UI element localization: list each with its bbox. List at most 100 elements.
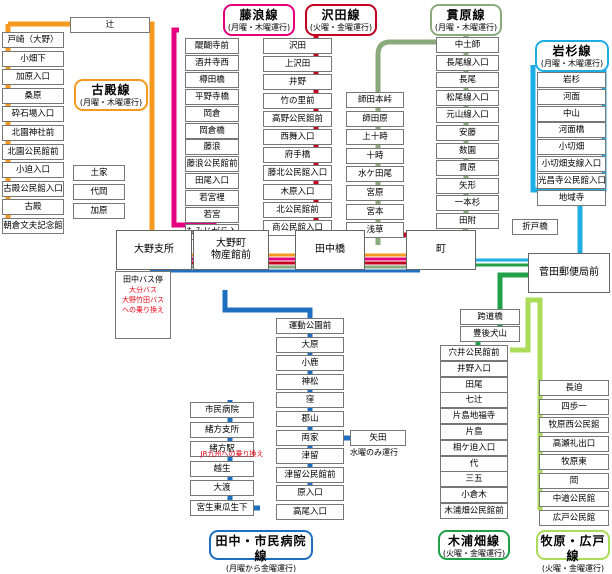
- stop-kiura-3: 田尾: [440, 376, 508, 393]
- stop-fujinami-5: 岡倉: [185, 105, 239, 122]
- line-days: (火曜・金曜運行): [541, 564, 605, 573]
- stop-kiura-1: 穴井公民館前: [440, 345, 508, 361]
- line-days: (火曜・金曜運行): [442, 549, 506, 558]
- tanaka-line-title: 田中・市民病院線 (月曜から金曜運行): [209, 530, 313, 573]
- stop-makiharu-8: 広戸公民館: [539, 509, 609, 526]
- hub-machi: 町: [406, 230, 476, 270]
- sawada-line-title: 沢田線 (火曜・金曜運行): [305, 4, 377, 36]
- stop-kiura-6: 片島: [440, 424, 508, 440]
- makiharu-line-title: 牧原・広戸線 (火曜・金曜運行): [536, 530, 610, 573]
- stop-tanaka-center-3: 小鹿: [276, 355, 344, 372]
- stop-makiharu-5: 牧原東: [539, 454, 609, 470]
- stop-makiharu-7: 中道公民館: [539, 491, 609, 507]
- stop-middle-7: 宮本: [346, 203, 404, 220]
- stop-kumihara-6: 安藤: [436, 125, 499, 141]
- stop-middle-3: 上十時: [346, 129, 404, 146]
- stop-tanaka-center-4: 神松: [276, 373, 344, 390]
- iwasugi-line-title: 岩杉線 (月曜・木曜運行): [535, 40, 609, 72]
- stop-tanaka-center-6: 郡山: [276, 411, 344, 427]
- kiura-line-title: 木浦畑線 (火曜・金曜運行): [438, 530, 510, 560]
- line-name: 貫原線: [446, 8, 486, 22]
- stop-kumihara-4: 松尾線入口: [436, 89, 499, 106]
- line-name: 田中・市民病院線: [215, 534, 307, 563]
- stop-furutono-col1-4: 桑原: [2, 87, 64, 104]
- bus-transfer-note: 大野竹田バス: [122, 296, 164, 304]
- stop-furutono-col1-10: 古殿: [2, 199, 64, 216]
- stop-kiura-9: 三五: [440, 471, 508, 488]
- stop-fujinami-1: 醍醐寺前: [185, 38, 239, 54]
- stop-furutono-col1-11: 朝倉文夫記念館: [2, 218, 64, 234]
- stop-iwasugi-3: 中山: [537, 105, 606, 122]
- stop-kumihara-3: 長尾: [436, 72, 499, 89]
- stop-middle-4: 十時: [346, 147, 404, 164]
- stop-iwasugi-2: 河面: [537, 88, 606, 105]
- stop-kumihara-5: 元山線入口: [436, 107, 499, 124]
- stop-tanaka-left-2: 緒方支所: [190, 421, 254, 438]
- stop-tanaka-left-6: 宮生東瓜生下: [190, 499, 254, 516]
- stop-furutono-col1-3: 加原入口: [2, 69, 64, 86]
- hub-label: 田中橋: [315, 244, 345, 255]
- stop-tsuji: 辻: [70, 17, 150, 33]
- stop-fujinami-10: 若宮裡: [185, 190, 239, 207]
- hub-ono-bussan: 大野町 物産館前: [193, 230, 269, 270]
- stop-sawada-7: 府手橋: [263, 147, 332, 164]
- stop-tanaka-center-9: 津留公民館前: [276, 466, 344, 483]
- stop-tanaka-left-3: 緒方駅: [190, 441, 254, 457]
- stop-sawada-2: 上沢田: [263, 56, 332, 73]
- stop-furutono-col1-1: 戸崎（大野）: [2, 32, 64, 48]
- stop-fujinami-3: 樽田橋: [185, 71, 239, 88]
- stop-tanaka-center-11: 高尾入口: [276, 504, 344, 520]
- stop-kiura-7: 相ケ迫入口: [440, 439, 508, 456]
- stop-kiura-upper-2: 豊後犬山: [460, 326, 520, 342]
- hub-sugata-post-office: 菅田郵便局前: [528, 253, 610, 293]
- stop-tanaka-left-1: 市民病院: [190, 402, 254, 418]
- line-name: 藤浪線: [239, 8, 279, 22]
- stop-kumihara-7: 数園: [436, 142, 499, 159]
- stop-furutono-col2-1: 土家: [73, 165, 125, 181]
- stop-tanaka-center-5: 窪: [276, 392, 344, 409]
- stop-sawada-8: 藤北公民館入口: [263, 165, 332, 182]
- stop-middle-2: 師田原: [346, 110, 404, 127]
- stop-fujinami-6: 岡倉橋: [185, 122, 239, 139]
- hub-label: 大野支所: [134, 244, 174, 255]
- stop-kumihara-8: 貫原: [436, 160, 499, 177]
- line-name: 古殿線: [91, 83, 131, 97]
- stop-kiura-upper-1: 跨道橋: [460, 309, 520, 325]
- makiharu-line-path: [510, 297, 543, 510]
- stop-kumihara-1: 中土師: [436, 37, 499, 53]
- station-note: JR九州への乗り換え: [200, 450, 264, 458]
- stop-kumihara-11: 田附: [436, 213, 499, 229]
- line-days: (月曜・木曜運行): [79, 98, 143, 107]
- stop-sawada-1: 沢田: [263, 38, 332, 54]
- stop-fujinami-11: 若宮: [185, 207, 239, 223]
- stop-middle-1: 師田本峠: [346, 92, 404, 108]
- stop-furutono-col1-6: 北園神社前: [2, 125, 64, 141]
- stop-iwasugi-5: 小切畑: [537, 139, 606, 156]
- hub-ono-branch: 大野支所: [116, 230, 192, 270]
- stop-iwasugi-8: 地域寺: [537, 189, 606, 206]
- stop-tanaka-center-8: 津留: [276, 448, 344, 465]
- stop-makiharu-3: 牧原西公民館: [539, 417, 609, 433]
- stop-kumihara-10: 一本杉: [436, 195, 499, 212]
- stop-middle-6: 宮原: [346, 185, 404, 201]
- stop-fujinami-2: 酒井寺西: [185, 54, 239, 71]
- stop-kumihara-9: 矢形: [436, 177, 499, 194]
- stop-kiura-5: 片島地福寺: [440, 408, 508, 425]
- stop-kiura-10: 小倉木: [440, 487, 508, 504]
- stop-sawada-10: 北公民館前: [263, 201, 332, 218]
- stop-sawada-9: 木原入口: [263, 183, 332, 200]
- stop-kiura-2: 井野入口: [440, 360, 508, 377]
- hub-label: 町: [436, 244, 446, 255]
- bus-transfer-note: への乗り換え: [122, 306, 164, 314]
- line-days: (月曜から金曜運行): [225, 564, 297, 573]
- furutono-line-title: 古殿線 (月曜・木曜運行): [74, 79, 148, 111]
- stop-sawada-4: 竹の里前: [263, 92, 332, 109]
- stop-iwasugi-6: 小切畑支線入口: [537, 156, 606, 172]
- stop-tanaka-left-4: 越生: [190, 460, 254, 477]
- line-name: 木浦畑線: [447, 534, 500, 548]
- line-days: (月曜・木曜運行): [434, 23, 498, 32]
- tanaka-bus-stop-box: 田中バス停 大分バス 大野竹田バス への乗り換え: [115, 271, 171, 339]
- stop-fujinami-8: 藤浪公民館前: [185, 156, 239, 173]
- stop-makiharu-6: 岡: [539, 472, 609, 489]
- stop-makiharu-2: 四歩一: [539, 398, 609, 415]
